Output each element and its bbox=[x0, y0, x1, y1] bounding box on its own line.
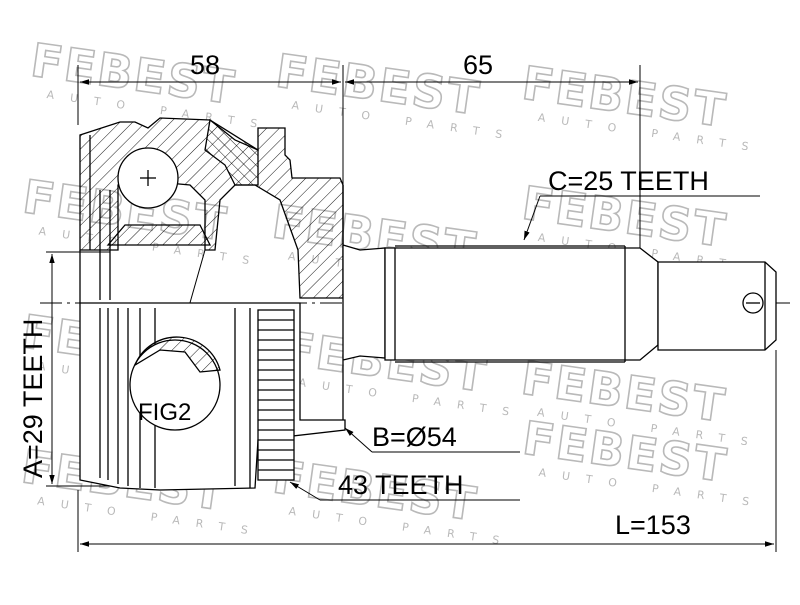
cv-joint-body bbox=[79, 117, 777, 491]
abs-teeth-label: 43 TEETH bbox=[338, 470, 464, 500]
fig2-label: FIG2 bbox=[138, 399, 191, 426]
abs-diameter-label: B=Ø54 bbox=[372, 422, 457, 452]
inner-spline-label: A=29 TEETH bbox=[18, 319, 48, 478]
dimension-lines bbox=[46, 65, 777, 552]
watermark-logo: FEBEST AUTO PARTS bbox=[518, 55, 765, 156]
dim-58-label: 58 bbox=[190, 50, 220, 80]
outer-spline-label: C=25 TEETH bbox=[548, 166, 709, 196]
dim-65-label: 65 bbox=[463, 50, 493, 80]
total-length-label: L=153 bbox=[615, 510, 691, 540]
abs-ring bbox=[257, 309, 295, 481]
dimension-labels: 58 65 C=25 TEETH B=Ø54 43 TEETH L=153 FI… bbox=[18, 50, 709, 540]
watermark-logo: FEBEST AUTO PARTS bbox=[27, 32, 274, 133]
splined-shaft bbox=[384, 247, 659, 361]
